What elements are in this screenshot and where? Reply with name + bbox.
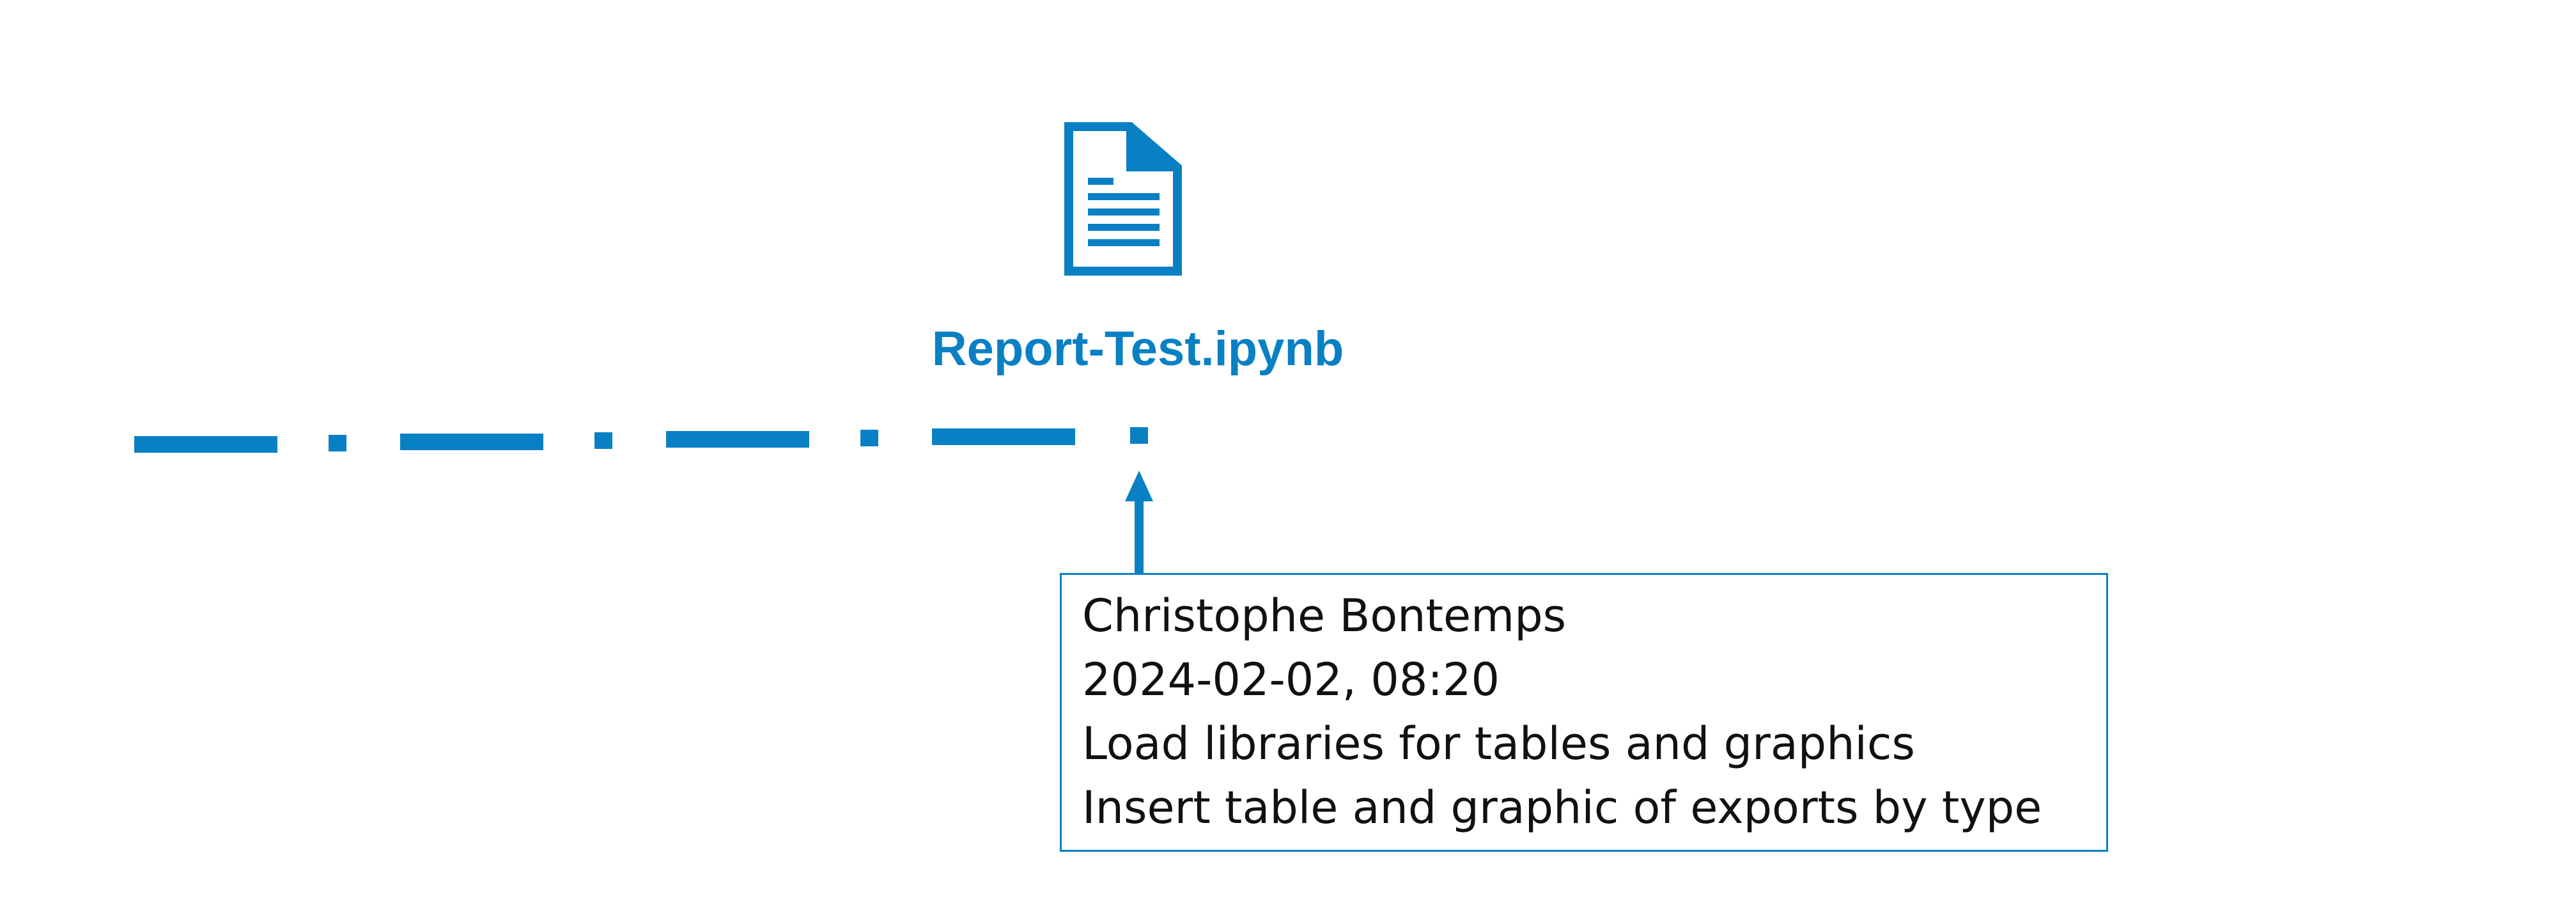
timeline-dash (666, 431, 809, 448)
timeline-dash (932, 428, 1075, 445)
timeline-line (134, 427, 1148, 453)
timeline-dot (594, 432, 612, 449)
document-icon (1064, 122, 1182, 276)
note-message-line: Insert table and graphic of exports by t… (1082, 781, 2042, 834)
timeline-dash (400, 434, 543, 450)
timeline-dot (860, 430, 878, 446)
file-name-label: Report-Test.ipynb (931, 322, 1344, 376)
note-message-line: Load libraries for tables and graphics (1082, 717, 1915, 770)
timeline-dash (134, 436, 277, 453)
note-arrow (1125, 471, 1153, 573)
timeline-dot (329, 435, 346, 451)
note-author: Christophe Bontemps (1082, 590, 1567, 642)
note-timestamp: 2024-02-02, 08:20 (1082, 654, 1500, 706)
timeline-dot (1130, 427, 1148, 444)
commit-note: Christophe Bontemps 2024-02-02, 08:20 Lo… (1060, 573, 2108, 852)
